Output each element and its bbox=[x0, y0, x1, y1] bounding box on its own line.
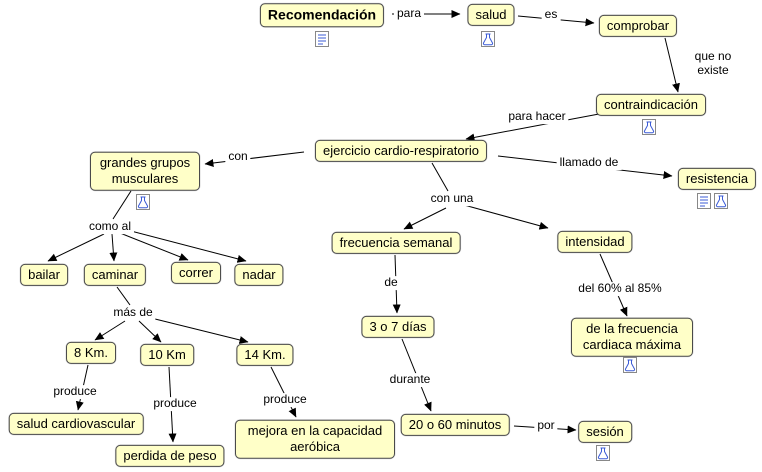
concept-nadar[interactable]: nadar bbox=[234, 263, 284, 287]
link-label-con[interactable]: con bbox=[225, 149, 251, 164]
concept-8-km[interactable]: 8 Km. bbox=[66, 341, 116, 365]
document-icon[interactable] bbox=[696, 193, 712, 209]
concept-mejora-capacidad-aerobica[interactable]: mejora en la capacidad aeróbica bbox=[235, 419, 395, 459]
concept-correr[interactable]: correr bbox=[171, 261, 221, 285]
concept-perdida-de-peso[interactable]: perdida de peso bbox=[115, 444, 225, 468]
concept-intensidad[interactable]: intensidad bbox=[557, 230, 633, 254]
concept-salud[interactable]: salud bbox=[467, 3, 515, 27]
link-label-durante[interactable]: durante bbox=[386, 372, 434, 387]
concept-comprobar[interactable]: comprobar bbox=[598, 14, 678, 38]
concept-frecuencia-semanal[interactable]: frecuencia semanal bbox=[331, 231, 461, 255]
link-label-por[interactable]: por bbox=[534, 418, 558, 433]
concept-14-km[interactable]: 14 Km. bbox=[236, 343, 294, 367]
link-label-para[interactable]: para bbox=[393, 6, 425, 21]
concept-contraindicacion[interactable]: contraindicación bbox=[596, 93, 706, 117]
link-label-de[interactable]: de bbox=[381, 275, 401, 290]
link-label-como-al[interactable]: como al bbox=[85, 219, 135, 234]
flask-icon[interactable] bbox=[622, 357, 638, 373]
concept-resistencia[interactable]: resistencia bbox=[677, 167, 757, 191]
link-label-del-60-al-85[interactable]: del 60% al 85% bbox=[575, 281, 665, 296]
link-label-con-una[interactable]: con una bbox=[427, 191, 477, 206]
concept-sesion[interactable]: sesión bbox=[578, 420, 632, 444]
concept-10-km[interactable]: 10 Km bbox=[140, 343, 194, 367]
link-label-es[interactable]: es bbox=[541, 7, 561, 22]
document-icon[interactable] bbox=[314, 31, 330, 47]
link-label-llamado-de[interactable]: llamado de bbox=[556, 155, 622, 170]
concept-frecuencia-cardiaca-maxima[interactable]: de la frecuencia cardiaca máxima bbox=[571, 317, 693, 357]
link-label-produce-1[interactable]: produce bbox=[50, 384, 100, 399]
link-label-que-no-existe[interactable]: que no existe bbox=[684, 49, 742, 78]
link-label-produce-3[interactable]: produce bbox=[260, 392, 310, 407]
link-label-produce-2[interactable]: produce bbox=[150, 396, 200, 411]
concept-recomendacion[interactable]: Recomendación bbox=[259, 3, 385, 27]
concept-grandes-grupos-musculares[interactable]: grandes grupos musculares bbox=[90, 151, 200, 191]
flask-icon[interactable] bbox=[595, 445, 611, 461]
link-label-mas-de[interactable]: más de bbox=[110, 305, 156, 320]
flask-icon[interactable] bbox=[480, 31, 496, 47]
concept-salud-cardiovascular[interactable]: salud cardiovascular bbox=[8, 412, 144, 436]
flask-icon[interactable] bbox=[641, 119, 657, 135]
concept-bailar[interactable]: bailar bbox=[20, 263, 68, 287]
concept-caminar[interactable]: caminar bbox=[83, 263, 147, 287]
flask-icon[interactable] bbox=[135, 194, 151, 210]
concept-3-o-7-dias[interactable]: 3 o 7 días bbox=[361, 315, 435, 339]
concept-20-o-60-minutos[interactable]: 20 o 60 minutos bbox=[400, 413, 510, 437]
link-label-para-hacer[interactable]: para hacer bbox=[505, 109, 569, 124]
flask-icon[interactable] bbox=[713, 193, 729, 209]
concept-ejercicio-cardio-respiratorio[interactable]: ejercicio cardio-respiratorio bbox=[314, 139, 488, 163]
